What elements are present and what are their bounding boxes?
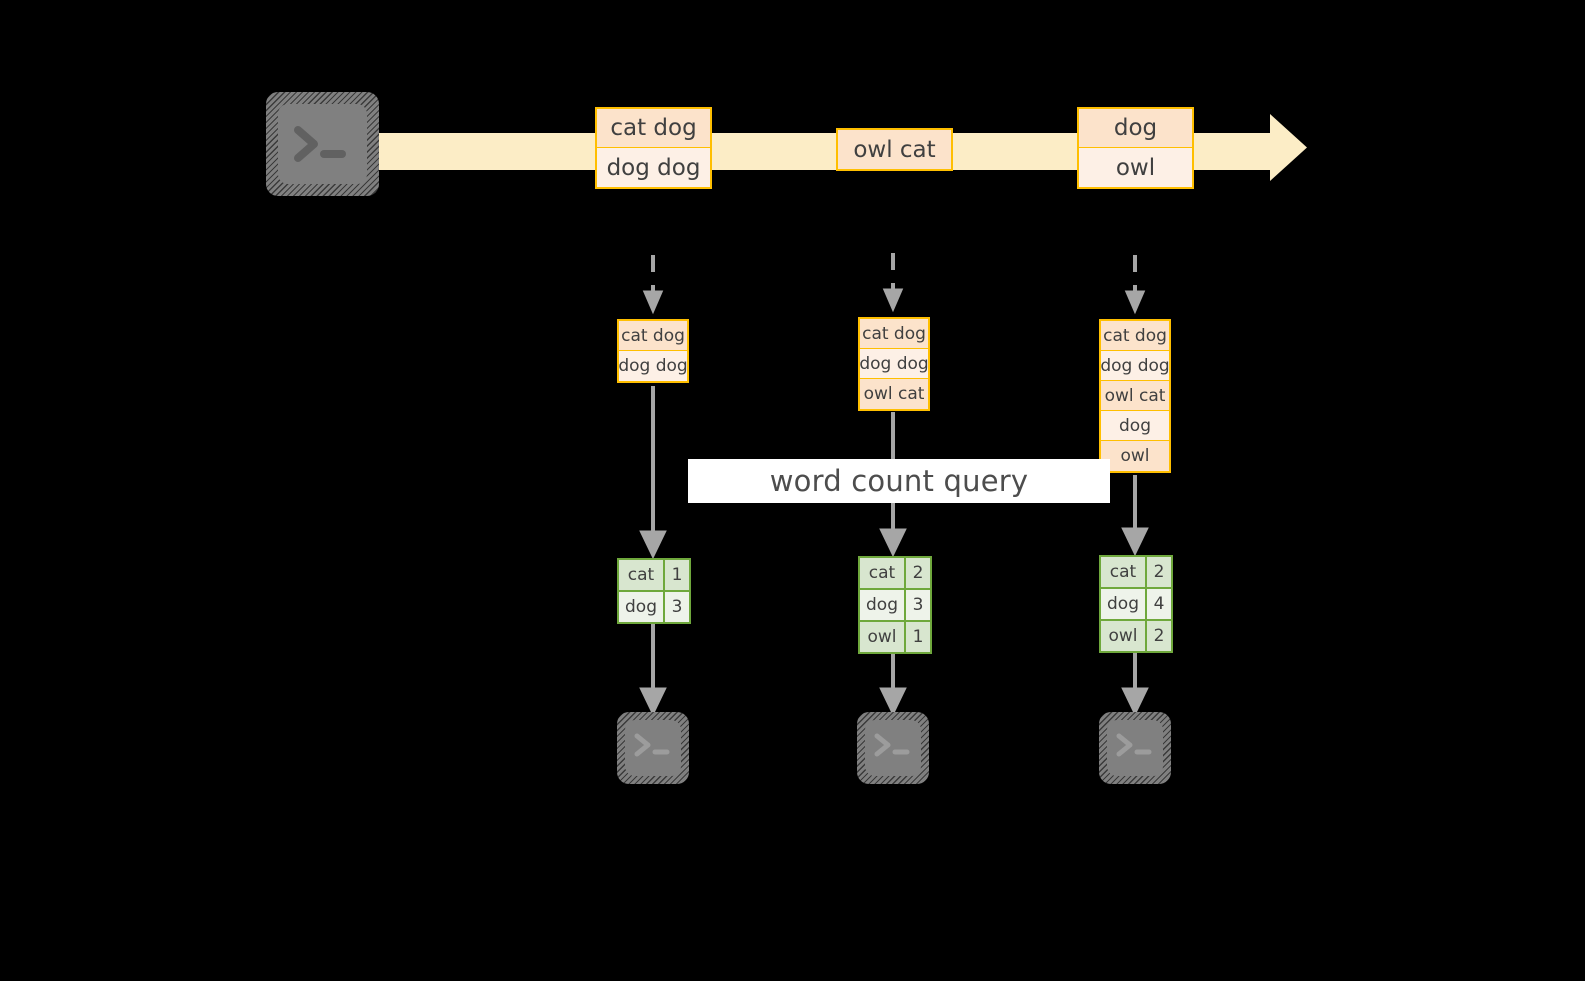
snapshot-2-sink-terminal[interactable] <box>857 712 929 784</box>
record-cell: cat dog <box>619 321 687 351</box>
count-value: 2 <box>906 558 930 588</box>
terminal-prompt-icon <box>874 733 910 757</box>
stream-event-2[interactable]: owl cat <box>836 128 953 171</box>
snapshot-3-count-table[interactable]: cat 2 dog 4 owl 2 <box>1099 555 1173 653</box>
table-row: cat 1 <box>619 560 689 592</box>
count-word: cat <box>619 560 665 590</box>
table-row: cat 2 <box>1101 557 1171 589</box>
record-cell: owl cat <box>838 130 951 169</box>
count-word: owl <box>1101 621 1147 651</box>
snapshot-1-count-table[interactable]: cat 1 dog 3 <box>617 558 691 624</box>
count-value: 3 <box>906 590 930 620</box>
terminal-prompt-icon <box>294 126 346 162</box>
stream-event-3[interactable]: dog owl <box>1077 107 1194 189</box>
source-terminal[interactable] <box>266 92 379 196</box>
snapshot-2-record-stack[interactable]: cat dog dog dog owl cat <box>858 317 930 411</box>
terminal-prompt-icon <box>634 733 670 757</box>
snapshot-1-sink-terminal[interactable] <box>617 712 689 784</box>
table-row: cat 2 <box>860 558 930 590</box>
count-word: dog <box>1101 589 1147 619</box>
count-word: cat <box>1101 557 1147 587</box>
count-value: 2 <box>1147 557 1171 587</box>
count-word: cat <box>860 558 906 588</box>
record-cell: dog dog <box>859 349 929 379</box>
count-value: 1 <box>665 560 689 590</box>
record-cell: owl cat <box>860 379 928 409</box>
terminal-body <box>625 720 681 776</box>
count-value: 4 <box>1147 589 1171 619</box>
table-row: owl 1 <box>860 622 930 652</box>
record-cell: owl <box>1079 148 1192 187</box>
terminal-body <box>865 720 921 776</box>
record-cell: owl cat <box>1101 381 1169 411</box>
count-word: dog <box>860 590 906 620</box>
query-banner: word count query <box>688 459 1110 503</box>
snapshot-3-record-stack[interactable]: cat dog dog dog owl cat dog owl <box>1099 319 1171 473</box>
record-cell: cat dog <box>860 319 928 349</box>
table-row: owl 2 <box>1101 621 1171 651</box>
count-value: 2 <box>1147 621 1171 651</box>
count-value: 1 <box>906 622 930 652</box>
stream-tap-arrows <box>642 253 1146 315</box>
record-cell: owl <box>1101 441 1169 471</box>
record-cell: dog dog <box>1100 351 1170 381</box>
record-cell: dog <box>1079 109 1192 148</box>
terminal-prompt-icon <box>1116 733 1152 757</box>
count-word: owl <box>860 622 906 652</box>
terminal-body <box>1107 720 1163 776</box>
snapshot-3-sink-terminal[interactable] <box>1099 712 1171 784</box>
record-cell: dog <box>1101 411 1169 441</box>
count-word: dog <box>619 592 665 622</box>
query-banner-label: word count query <box>769 464 1029 498</box>
stream-event-1[interactable]: cat dog dog dog <box>595 107 712 189</box>
record-cell: dog dog <box>618 351 688 381</box>
count-value: 3 <box>665 592 689 622</box>
snapshot-2-count-table[interactable]: cat 2 dog 3 owl 1 <box>858 556 932 654</box>
terminal-body <box>278 104 367 184</box>
record-cell: dog dog <box>597 148 710 187</box>
table-row: dog 3 <box>619 592 689 622</box>
table-row: dog 4 <box>1101 589 1171 621</box>
snapshot-1-record-stack[interactable]: cat dog dog dog <box>617 319 689 383</box>
table-row: dog 3 <box>860 590 930 622</box>
record-cell: cat dog <box>597 109 710 148</box>
sink-arrows <box>639 621 1149 717</box>
record-cell: cat dog <box>1101 321 1169 351</box>
